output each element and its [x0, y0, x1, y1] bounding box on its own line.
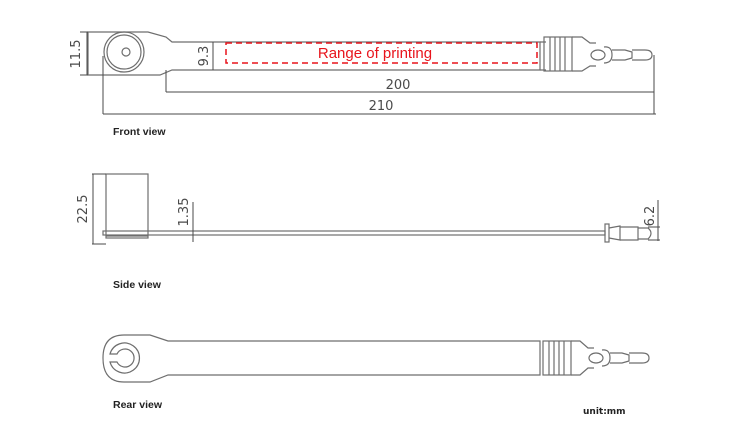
side-tip-barb	[620, 226, 639, 241]
rear-tip-bulb	[588, 352, 604, 364]
side-view: 22.5 1.35 6.2 Side view	[76, 173, 660, 291]
front-head-outline	[87, 31, 541, 76]
front-head-gear	[103, 31, 145, 73]
dim-strap-thickness: 1.35	[177, 198, 192, 227]
rear-ribbed-grip	[542, 340, 572, 376]
dim-strap-width: 9.3	[197, 46, 212, 67]
rear-view-label: Rear view	[113, 399, 163, 411]
unit-label: unit:mm	[583, 407, 626, 417]
print-range-box	[225, 42, 538, 64]
dim-strap-length: 200	[386, 78, 411, 93]
print-range-label: Range of printing	[318, 45, 432, 62]
side-view-label: Side view	[113, 279, 162, 291]
front-view-label: Front view	[113, 126, 166, 138]
dim-head-thickness: 22.5	[76, 195, 91, 224]
rear-head-slot	[109, 342, 140, 374]
dim-tip-height: 6.2	[643, 206, 658, 227]
front-tip-barb	[612, 49, 633, 61]
side-tip-collar	[604, 223, 610, 243]
rear-head-outline	[102, 334, 541, 383]
front-head-hub	[121, 47, 131, 57]
rear-tip-barb	[610, 352, 630, 364]
side-strap	[102, 230, 606, 236]
dim-head-height: 11.5	[69, 40, 84, 69]
dim-total-length: 210	[369, 99, 394, 114]
front-ribbed-grip	[543, 36, 573, 72]
front-view: Range of printing 11.5 9.3 200 210 Front…	[69, 31, 656, 138]
rear-view: Rear view	[102, 334, 650, 411]
side-head-block	[105, 173, 149, 239]
front-tip-bulb	[590, 49, 606, 61]
